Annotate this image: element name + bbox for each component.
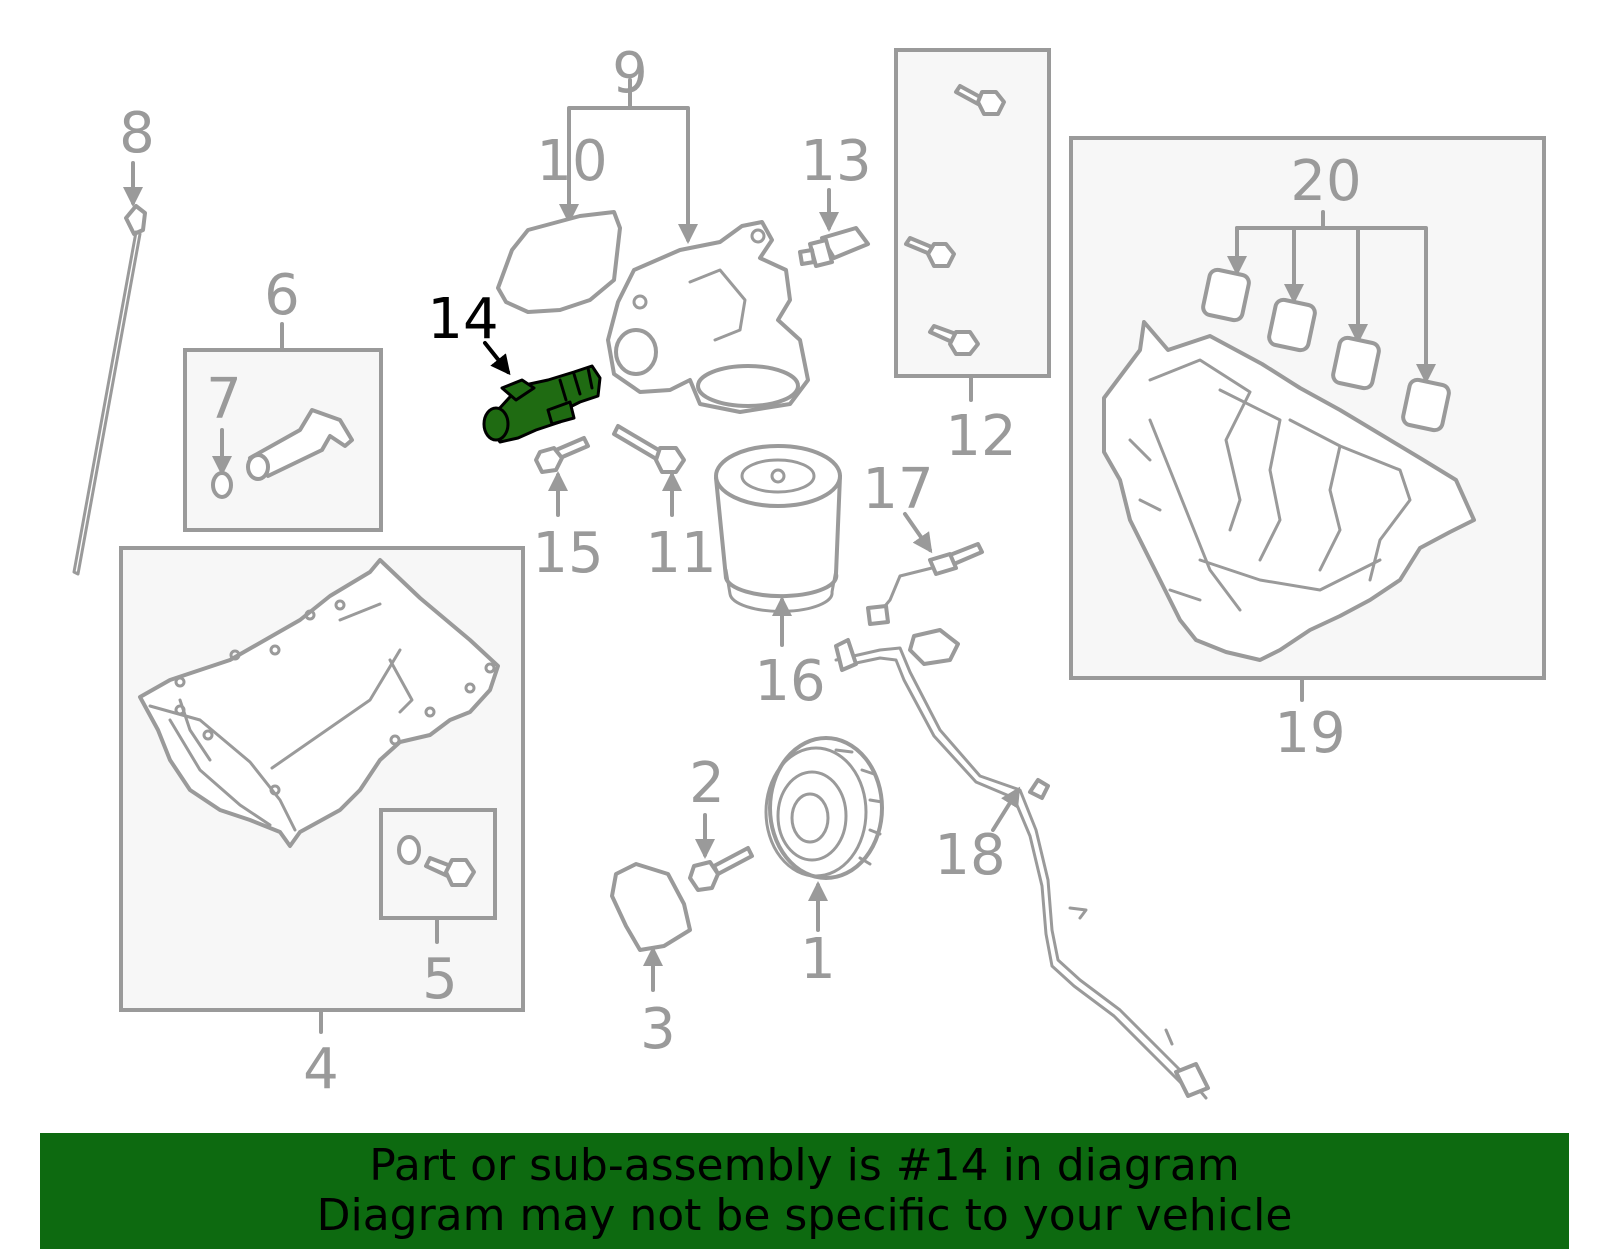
callout-17: 17 [862,457,933,522]
adapter-mount-bolt [612,424,686,474]
temperature-sensor [866,542,984,626]
oil-filter-adapter [606,220,810,414]
wiring-harness [834,628,1210,1100]
callout-11: 11 [645,521,716,586]
callout-10: 10 [536,129,607,194]
parts-diagram: 1 2 3 4 5 6 7 8 9 10 11 12 13 14 15 16 1… [72,41,1546,1102]
callout-7: 7 [206,367,242,432]
callout-19: 19 [1274,701,1345,766]
callout-20: 20 [1290,149,1361,214]
callout-14-highlighted: 14 [427,287,498,352]
callout-1: 1 [800,927,836,992]
oil-filter [714,444,842,613]
callout-2: 2 [689,751,725,816]
banner-line-2: Diagram may not be specific to your vehi… [316,1190,1293,1241]
intake-manifold [1102,320,1476,662]
callout-6: 6 [264,263,300,328]
oil-dipstick [72,204,147,576]
bracket [610,862,692,952]
intake-gaskets [1201,267,1451,433]
info-banner: Part or sub-assembly is #14 in diagram D… [40,1133,1569,1249]
pulley-bolt [688,846,754,892]
callout-9: 9 [612,41,648,106]
callout-15: 15 [532,521,603,586]
callout-5: 5 [422,947,458,1012]
solenoid-bolt [534,436,590,474]
crankshaft-pulley [764,736,884,880]
oil-filter-adapter-gasket [496,210,622,314]
callout-13: 13 [800,129,871,194]
pan-bolt-and-washer [397,835,476,887]
callout-4: 4 [303,1037,339,1102]
callout-3: 3 [640,997,676,1062]
oil-pan [138,558,500,848]
adapter-bolts [904,84,1006,356]
oil-pressure-sensor [798,226,870,268]
callout-8: 8 [119,101,155,166]
callout-16: 16 [754,649,825,714]
callout-12: 12 [945,404,1016,469]
drain-plug [211,408,354,499]
banner-line-1: Part or sub-assembly is #14 in diagram [369,1140,1240,1191]
bolt-kit-box [894,48,1051,378]
highlighted-part-14 [482,364,602,444]
callout-18: 18 [934,823,1005,888]
